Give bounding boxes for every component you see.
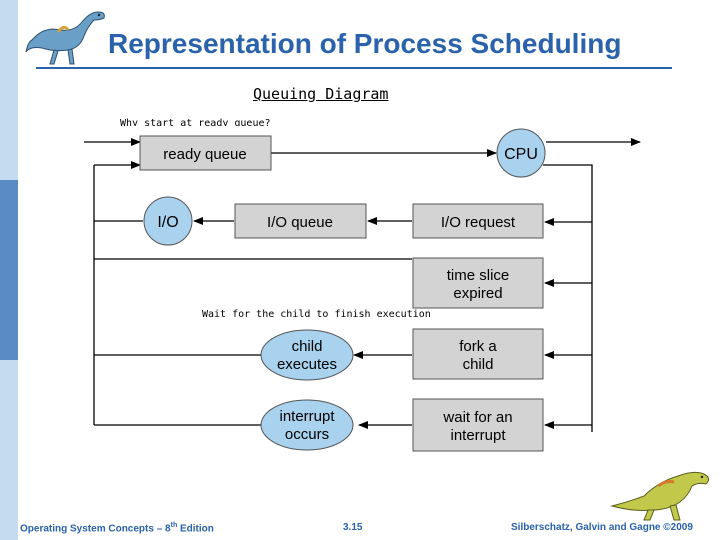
io-request-label: I/O request [441,214,516,231]
ready-queue-node: ready queue [139,135,272,171]
cpu-node: CPU [496,128,546,178]
footer-book-sup: th [170,522,178,529]
cpu-right-bus [543,164,593,432]
footer-page-number: 3.15 [343,522,363,533]
io-node: I/O [143,196,193,246]
io-request-node: I/O request [412,203,544,239]
slide-title: Representation of Process Scheduling [108,28,622,59]
time-slice-label-line1: time slice [447,267,510,284]
child-wait-note: Wait for the child to finish execution [202,309,431,320]
footer-book-title: Operating System Concepts – 8th Edition [20,522,214,534]
diagram-subtitle: Queuing Diagram [253,85,389,103]
footer-authors: Silberschatz, Galvin and Gagne ©2009 [511,522,693,533]
footer-book-suffix: Edition [177,523,214,535]
interrupt-occurs-label-line1: interrupt [279,408,335,425]
left-bar-accent [0,180,18,360]
io-queue-label: I/O queue [267,214,333,231]
left-bar-light-top [0,0,18,180]
child-executes-label-line1: child [292,338,323,355]
footer-book-prefix: Operating System Concepts – 8 [20,523,171,535]
cpu-label: CPU [504,146,538,163]
interrupt-occurs-label-line2: occurs [285,426,329,443]
wait-interrupt-label-line1: wait for an [442,409,512,426]
interrupt-occurs-node: interrupt occurs [260,399,354,451]
time-slice-label-line2: expired [453,285,502,302]
time-slice-node: time slice expired [412,257,544,309]
wait-interrupt-node: wait for an interrupt [412,398,544,452]
io-label: I/O [157,214,178,231]
fork-child-label-line1: fork a [459,338,497,355]
fork-child-node: fork a child [412,328,544,380]
left-bar-dark [0,360,18,540]
dinosaur-logo-top [25,11,105,65]
child-executes-label-line2: executes [277,356,337,373]
fork-child-label-line2: child [463,356,494,373]
wait-interrupt-label-line2: interrupt [450,427,506,444]
diagram-panel [80,126,640,456]
ready-queue-question: Why start at ready queue? [120,118,271,129]
dinosaur-logo-bottom [610,471,710,521]
title-divider [36,67,672,69]
child-executes-node: child executes [260,329,354,381]
ready-queue-label: ready queue [163,146,246,163]
io-queue-node: I/O queue [234,203,367,239]
